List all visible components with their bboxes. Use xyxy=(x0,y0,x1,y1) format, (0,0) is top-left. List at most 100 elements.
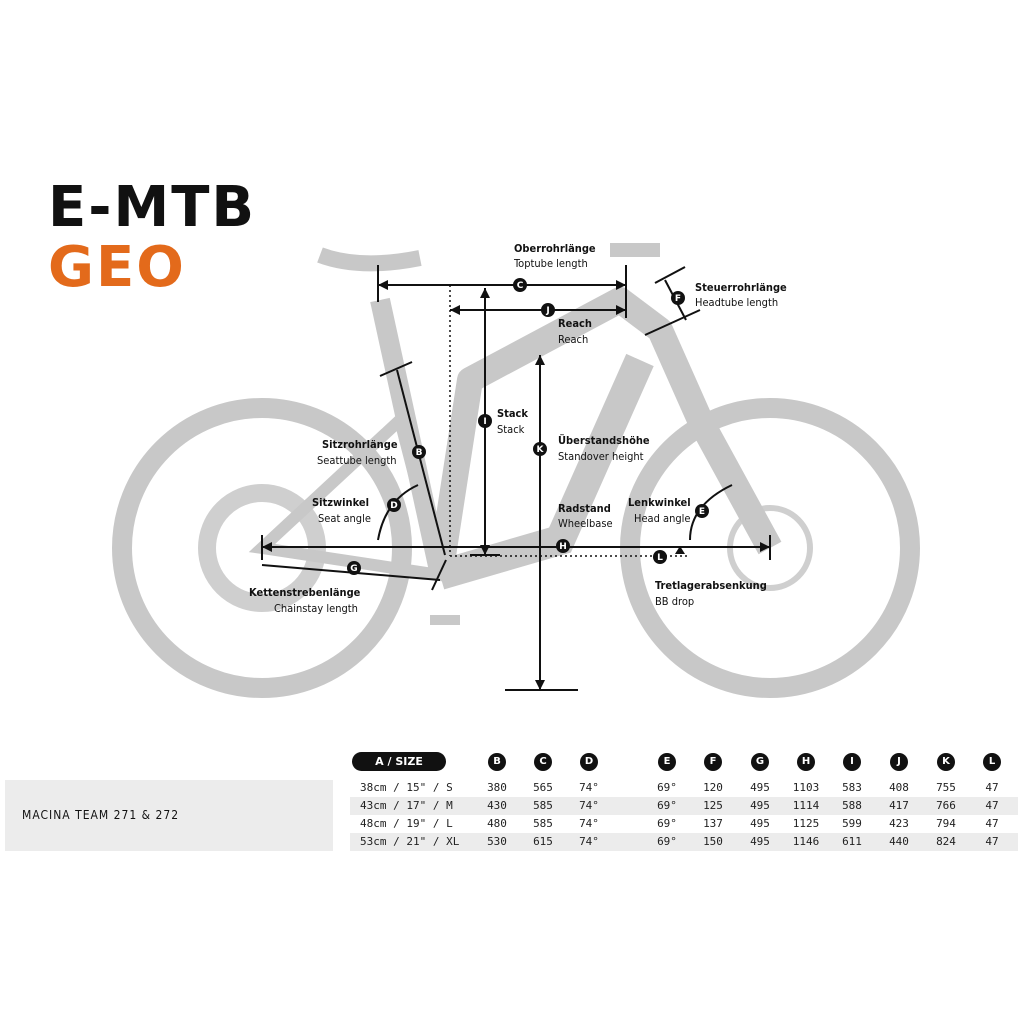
value-cell: 69° xyxy=(657,781,677,794)
arrowheads xyxy=(262,280,770,690)
marker-C: C xyxy=(513,278,527,292)
svg-text:J: J xyxy=(545,306,549,316)
value-cell: 1103 xyxy=(792,781,820,794)
label-en: Seat angle xyxy=(318,512,371,525)
marker-G: G xyxy=(347,561,361,575)
value-cell: 74° xyxy=(579,799,599,812)
value-cell: 565 xyxy=(533,781,553,794)
value-cell: 480 xyxy=(487,817,507,830)
value-cell: 74° xyxy=(579,835,599,848)
value-cell: 495 xyxy=(750,781,770,794)
marker-F: F xyxy=(671,291,685,305)
label-en: Head angle xyxy=(634,512,691,525)
row-stripe xyxy=(350,833,1018,851)
value-cell: 755 xyxy=(936,781,956,794)
label-de: Reach xyxy=(558,317,592,330)
label-de: Tretlagerabsenkung xyxy=(655,579,767,592)
column-header-C: C xyxy=(534,753,552,771)
value-cell: 69° xyxy=(657,799,677,812)
svg-text:C: C xyxy=(517,281,524,291)
value-cell: 120 xyxy=(703,781,723,794)
label-de: Steuerrohrlänge xyxy=(695,281,787,294)
column-header-I: I xyxy=(843,753,861,771)
label-de: Stack xyxy=(497,407,528,420)
column-header-J: J xyxy=(890,753,908,771)
svg-text:E: E xyxy=(699,507,705,517)
label-en: Standover height xyxy=(558,450,644,463)
marker-E: E xyxy=(695,504,709,518)
value-cell: 69° xyxy=(657,817,677,830)
column-header-F: F xyxy=(704,753,722,771)
value-cell: 495 xyxy=(750,799,770,812)
value-cell: 1114 xyxy=(792,799,820,812)
svg-text:G: G xyxy=(350,564,357,574)
label-en: Reach xyxy=(558,333,589,346)
value-cell: 583 xyxy=(842,781,862,794)
value-cell: 47 xyxy=(985,781,999,794)
value-cell: 47 xyxy=(985,835,999,848)
value-cell: 530 xyxy=(487,835,507,848)
svg-text:H: H xyxy=(559,542,567,552)
column-header-E: E xyxy=(658,753,676,771)
label-en: Stack xyxy=(497,423,525,436)
svg-text:L: L xyxy=(657,553,663,563)
value-cell: 495 xyxy=(750,835,770,848)
value-cell: 47 xyxy=(985,817,999,830)
label-de: Sitzrohrlänge xyxy=(322,438,398,451)
value-cell: 47 xyxy=(985,799,999,812)
value-cell: 824 xyxy=(936,835,956,848)
marker-H: H xyxy=(556,539,570,553)
column-header-L: L xyxy=(983,753,1001,771)
marker-K: K xyxy=(533,442,547,456)
label-de: Oberrohrlänge xyxy=(514,242,596,255)
value-cell: 408 xyxy=(889,781,909,794)
label-de: Lenkwinkel xyxy=(628,496,691,509)
value-cell: 1146 xyxy=(792,835,820,848)
size-header: A / SIZE xyxy=(352,752,446,771)
column-header-K: K xyxy=(937,753,955,771)
svg-text:F: F xyxy=(675,294,681,304)
label-de: Kettenstrebenlänge xyxy=(249,586,361,599)
label-en: BB drop xyxy=(655,595,695,608)
value-cell: 588 xyxy=(842,799,862,812)
label-de: Überstandshöhe xyxy=(558,434,650,447)
column-header-H: H xyxy=(797,753,815,771)
label-en: Chainstay length xyxy=(274,602,358,615)
dimension-markers: C J F I K B D E H L G xyxy=(347,278,709,575)
label-en: Toptube length xyxy=(514,257,588,270)
value-cell: 74° xyxy=(579,817,599,830)
value-cell: 440 xyxy=(889,835,909,848)
marker-I: I xyxy=(478,414,492,428)
value-cell: 430 xyxy=(487,799,507,812)
value-cell: 495 xyxy=(750,817,770,830)
title-emtb: E-MTB xyxy=(48,175,257,240)
svg-text:K: K xyxy=(537,445,545,455)
column-header-G: G xyxy=(751,753,769,771)
value-cell: 611 xyxy=(842,835,862,848)
value-cell: 794 xyxy=(936,817,956,830)
value-cell: 380 xyxy=(487,781,507,794)
column-header-D: D xyxy=(580,753,598,771)
size-cell: 38cm / 15" / S xyxy=(360,781,453,794)
label-en: Headtube length xyxy=(695,296,779,309)
label-en: Seattube length xyxy=(317,454,397,467)
value-cell: 1125 xyxy=(792,817,820,830)
marker-D: D xyxy=(387,498,401,512)
value-cell: 585 xyxy=(533,799,553,812)
value-cell: 615 xyxy=(533,835,553,848)
svg-text:I: I xyxy=(483,417,486,427)
value-cell: 585 xyxy=(533,817,553,830)
bike-silhouette xyxy=(112,243,920,698)
label-de: Radstand xyxy=(558,502,611,515)
title-geo: GEO xyxy=(48,235,186,300)
marker-L: L xyxy=(653,550,667,564)
model-name: MACINA TEAM 271 & 272 xyxy=(22,808,180,822)
marker-B: B xyxy=(412,445,426,459)
row-stripe xyxy=(350,797,1018,815)
svg-text:D: D xyxy=(390,501,397,511)
value-cell: 150 xyxy=(703,835,723,848)
svg-text:B: B xyxy=(416,448,423,458)
value-cell: 423 xyxy=(889,817,909,830)
